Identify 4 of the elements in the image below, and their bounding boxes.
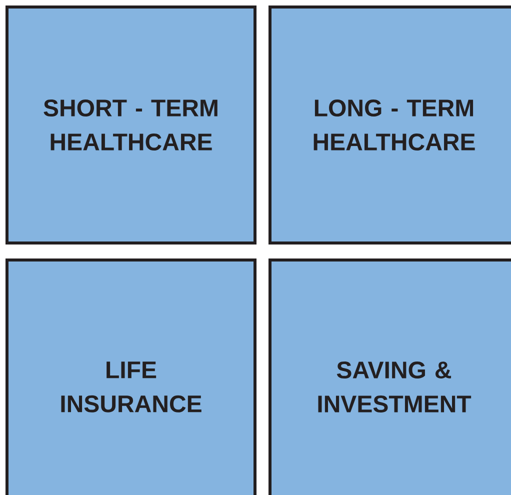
category-box: LONG - TERM HEALTHCARE bbox=[268, 6, 511, 244]
category-box: LIFE INSURANCE bbox=[6, 258, 256, 495]
category-box: SHORT - TERM HEALTHCARE bbox=[6, 6, 256, 244]
category-box: SAVING & INVESTMENT bbox=[268, 258, 511, 495]
